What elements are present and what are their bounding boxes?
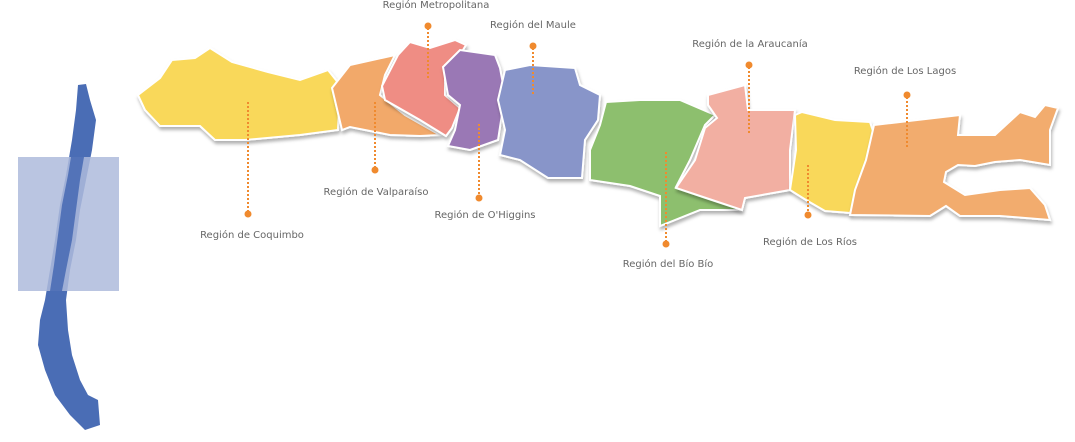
region-valparaiso[interactable] bbox=[330, 53, 444, 138]
leader-dot bbox=[424, 22, 432, 30]
label-coquimbo: Región de Coquimbo bbox=[200, 230, 304, 241]
label-metropolitana: Región Metropolitana bbox=[382, 0, 490, 11]
region-maule[interactable] bbox=[496, 63, 602, 179]
leader-dot bbox=[371, 166, 379, 174]
label-biobio: Región del Bío Bío bbox=[622, 259, 714, 270]
region-ohiggins[interactable] bbox=[441, 48, 507, 152]
leader-lines bbox=[244, 22, 911, 248]
leader-dot bbox=[475, 194, 483, 202]
label-ohiggins: Región de O'Higgins bbox=[434, 210, 536, 221]
leader-dot bbox=[745, 61, 753, 69]
label-araucania: Región de la Araucanía bbox=[692, 39, 808, 50]
leader-dot bbox=[529, 42, 537, 50]
label-los-lagos: Región de Los Lagos bbox=[853, 66, 957, 77]
region-coquimbo[interactable] bbox=[136, 46, 342, 141]
label-valparaiso: Región de Valparaíso bbox=[323, 187, 429, 198]
leader-dot bbox=[244, 210, 252, 218]
label-maule: Región del Maule bbox=[490, 20, 576, 31]
label-los-rios: Región de Los Ríos bbox=[762, 237, 858, 248]
leader-dot bbox=[804, 211, 812, 219]
region-los-lagos[interactable] bbox=[848, 103, 1060, 222]
region-araucania[interactable] bbox=[674, 83, 797, 212]
leader-dot bbox=[662, 240, 670, 248]
chile-overview-map-highlighted bbox=[50, 157, 84, 291]
leader-dot bbox=[903, 91, 911, 99]
